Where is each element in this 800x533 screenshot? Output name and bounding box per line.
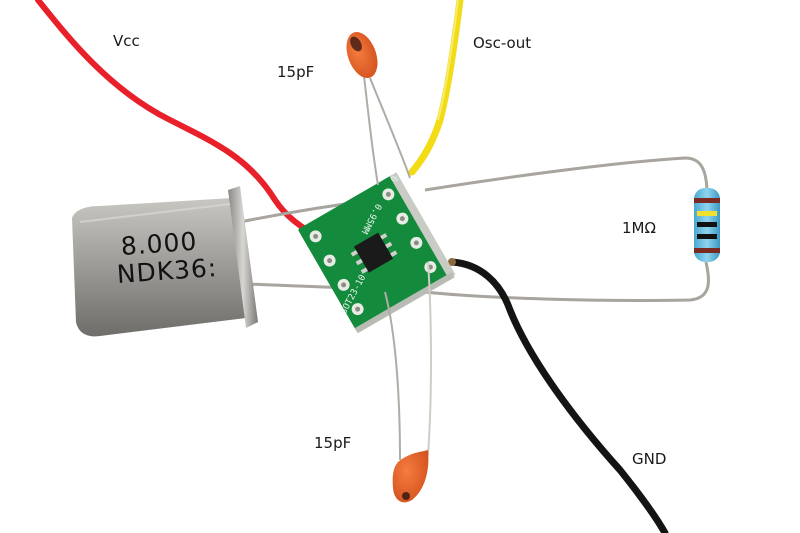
label-gnd: GND <box>632 450 667 468</box>
cap-bottom-lead-1 <box>384 291 401 461</box>
cap-top-lead-1 <box>363 75 379 186</box>
label-capacitor-bottom: 15pF <box>314 434 352 452</box>
resistor-band <box>697 222 717 227</box>
gnd-wire <box>448 258 669 533</box>
label-capacitor-top: 15pF <box>277 63 315 81</box>
resistor-band <box>697 234 717 239</box>
crystal-can <box>72 186 258 337</box>
capacitor-top <box>346 31 378 79</box>
crystal-maker-text: NDK36: <box>115 252 219 289</box>
capacitor-bottom <box>392 450 429 503</box>
resistor-lead-bottom <box>424 261 710 303</box>
label-vcc: Vcc <box>113 32 140 50</box>
oscillator-ic <box>353 232 394 273</box>
resistor-band <box>697 211 717 216</box>
osc-out-wire <box>408 0 464 176</box>
label-resistor: 1MΩ <box>622 219 656 237</box>
pcb-board <box>298 172 456 334</box>
resistor-lead-top <box>424 156 709 192</box>
resistor-1mohm <box>694 188 720 262</box>
resistor-band <box>694 198 720 203</box>
resistor-band <box>694 248 720 253</box>
cap-bottom-lead-2 <box>427 261 432 456</box>
cap-top-lead-2 <box>369 77 411 179</box>
label-osc-out: Osc-out <box>473 34 532 52</box>
